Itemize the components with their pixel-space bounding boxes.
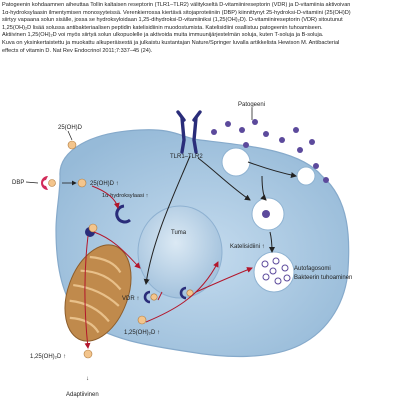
hydroxylase-enzyme [115,204,131,224]
caption-line: Aktiivinen 1,25(OH)₂D voi myös siirtyä s… [2,32,324,39]
dbp-25ohd-complex [41,176,56,190]
vdr-label: VDR ↑ [122,296,139,302]
bacterium-mid [262,210,270,218]
tlr-label: TLR1–TLR2 [170,154,203,160]
autophagosome [253,251,295,293]
autophagosome-label: Autofagosomi [294,266,331,272]
ext-25ohd-dot [67,140,77,150]
figure-caption: Patogeenin kohdaamnen aiheuttaa Tollin k… [2,2,396,55]
caption-line: Kuva on yksinkertaistettu ja muokattu al… [2,39,340,46]
dbp-pointer [25,181,39,184]
dbp-label: DBP [12,180,24,186]
down-arrow-symbol: ↓ [86,376,89,382]
mito-ligand-complex [85,223,98,237]
outer-125-dot [83,349,93,359]
ext-25ohd-label: 25(OH)D [58,125,83,131]
cathelicidin-label: Katelisidiini ↑ [230,244,265,250]
hydroxylase-label: 1α-hydroksylaasi ↑ [102,193,149,199]
inner-25ohd-dot [77,178,87,188]
caption-line: siirtyy vapaana solun sisälle, jossa se … [2,17,343,24]
pathway-arrows [84,185,253,349]
vdr-receptor-1 [143,290,158,304]
inner-25ohd-label: 25(OH)D ↑ [90,181,119,187]
caption-line: Patogeenin kohdaamnen aiheuttaa Tollin k… [2,2,351,8]
vesicle-top [221,147,251,177]
pathogen-label: Patogeeni [238,102,265,108]
ext-25ohd-pointer [67,130,73,141]
inner-125-dot [137,315,147,325]
nucleus [137,205,223,299]
tlr1-tlr2-receptor [176,110,202,154]
mitochondrion [64,244,132,342]
pathogens [211,119,329,183]
caption-line: effects of vitamin D. Nat Rev Endocrinol… [2,47,153,54]
vdr-receptor-2 [179,286,194,300]
nucleus-label: Tuma [171,230,187,236]
adaptive-label: Adaptiivinen [66,392,99,398]
inner-125-label: 1,25(OH)₂D ↑ [124,330,160,336]
small-vesicle [296,166,316,186]
caption-line: 1α-hydroksylaasin ilmentymisen monosyyte… [2,9,351,16]
caption-line: 1,25(OH)₂D lisää solussa antibakteriaali… [2,24,323,31]
bacteria-destruction-label: Bakteerin tuhoaminen [294,275,352,281]
outer-125-label: 1,25(OH)₂D ↑ [30,354,66,360]
signal-arrows [143,155,297,285]
bacteria-fragments [261,257,291,285]
